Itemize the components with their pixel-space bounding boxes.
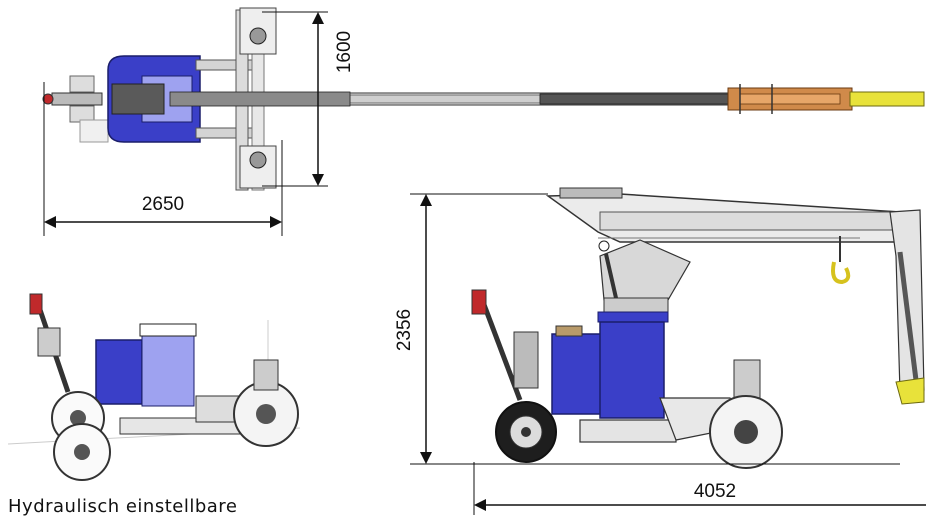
boom-tip-yellow: [849, 91, 925, 107]
top-wheel-lower: [239, 145, 277, 189]
dimension-length-side: 4052: [694, 481, 736, 502]
caption-text: Hydraulisch einstellbare: [8, 496, 238, 517]
jib-tip-yellow: [895, 377, 925, 405]
top-wheel-upper: [239, 7, 277, 55]
dimension-width-top: 1600: [334, 31, 355, 73]
crane-hook-icon: [831, 261, 851, 285]
handle-knob-icon: [42, 93, 54, 105]
boom-extension-orange: [727, 84, 853, 114]
side-view-machine: [471, 187, 925, 469]
top-view-machine: [42, 7, 925, 191]
dimension-length-top: 2650: [142, 194, 184, 215]
dimension-height-side: 2356: [394, 309, 415, 351]
compact-side-view: [7, 293, 301, 481]
